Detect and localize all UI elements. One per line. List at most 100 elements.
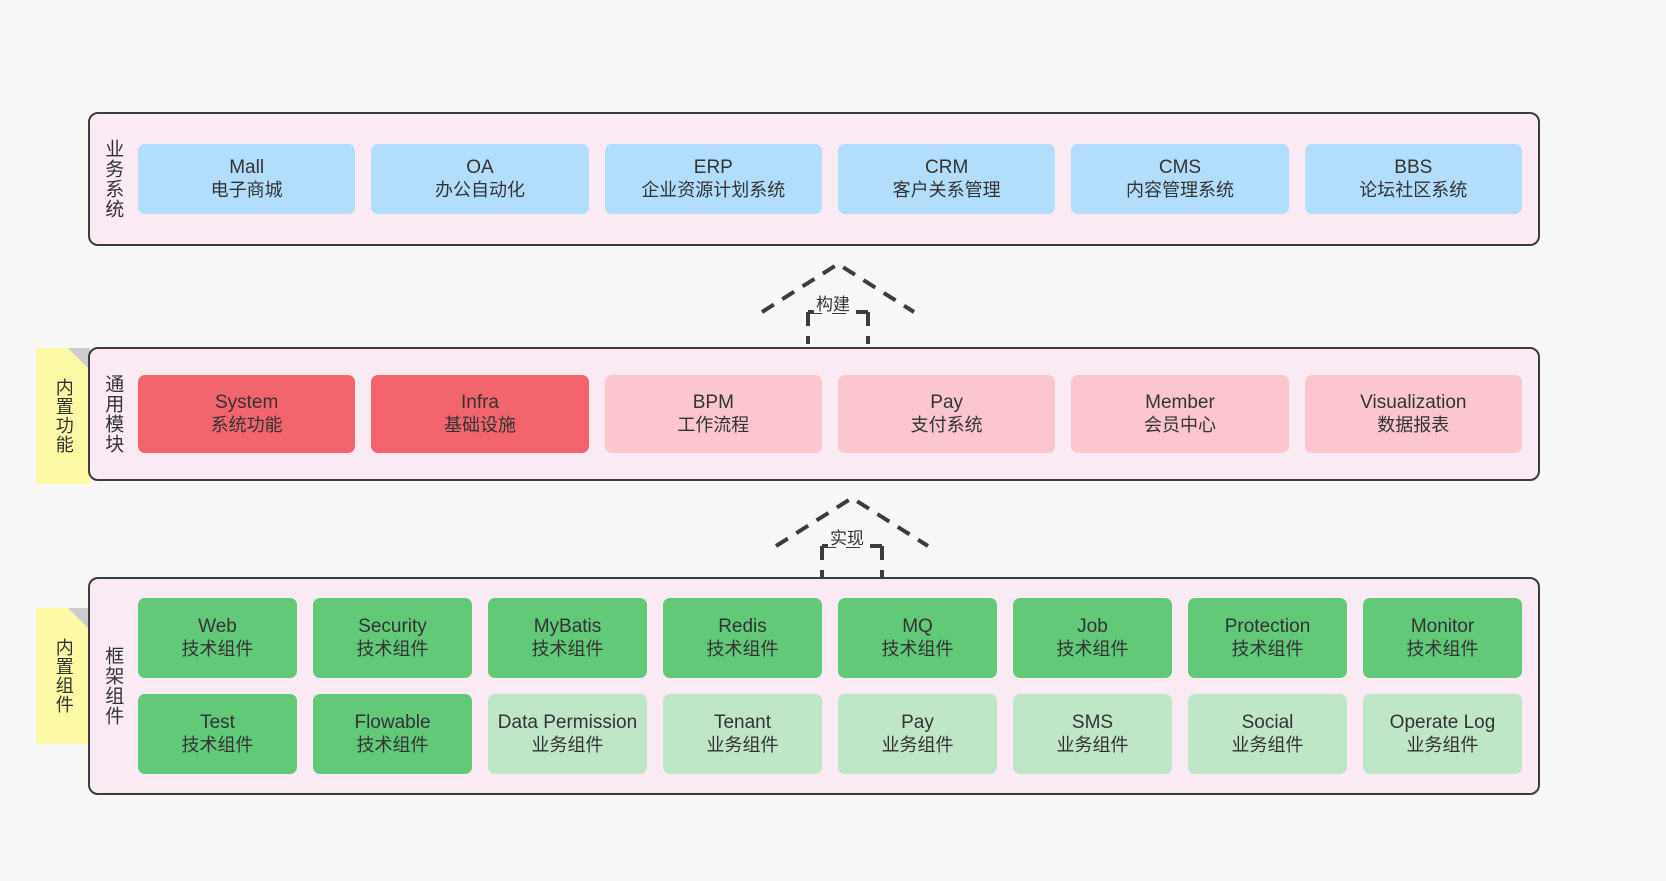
note-builtin-components: 内置组件 — [36, 608, 90, 744]
component-desc: 客户关系管理 — [892, 179, 1001, 200]
component-desc: 技术组件 — [1231, 638, 1304, 659]
component-desc: 技术组件 — [881, 638, 954, 659]
component-name: Member — [1145, 392, 1215, 414]
arrow-build: 构建 — [752, 258, 924, 344]
component-desc: 技术组件 — [1406, 638, 1479, 659]
component-name: Data Permission — [497, 712, 638, 734]
note-builtin-features-text: 内置功能 — [53, 378, 74, 454]
component-desc: 技术组件 — [181, 638, 254, 659]
component-name: Mall — [229, 157, 265, 179]
component-name: Visualization — [1360, 392, 1467, 414]
arrow-label-implement: 实现 — [828, 529, 866, 548]
component-desc: 技术组件 — [1056, 638, 1129, 659]
arrow-label-build: 构建 — [814, 295, 852, 314]
component-desc: 工作流程 — [677, 414, 750, 435]
component-name: SMS — [1071, 712, 1114, 734]
arrow-implement: 实现 — [766, 492, 938, 578]
component-name: CMS — [1158, 157, 1202, 179]
component-name: BPM — [692, 392, 734, 414]
component-name: Social — [1241, 712, 1294, 734]
component-name: ERP — [693, 157, 733, 179]
component-desc: 系统功能 — [210, 414, 283, 435]
component-name: Test — [200, 712, 235, 734]
component-desc: 内容管理系统 — [1125, 179, 1234, 200]
component-desc: 技术组件 — [181, 734, 254, 755]
component-name: Redis — [718, 616, 767, 638]
component-desc: 办公自动化 — [434, 179, 525, 200]
component-desc: 业务组件 — [1056, 734, 1129, 755]
arrow-head-implement — [774, 495, 930, 548]
component-name: OA — [466, 157, 494, 179]
note-builtin-features: 内置功能 — [36, 348, 90, 484]
component-name: MyBatis — [533, 616, 602, 638]
component-desc: 电子商城 — [210, 179, 283, 200]
component-name: BBS — [1394, 157, 1433, 179]
component-desc: 业务组件 — [881, 734, 954, 755]
component-desc: 技术组件 — [356, 638, 429, 659]
component-name: Protection — [1224, 616, 1311, 638]
component-desc: 会员中心 — [1143, 414, 1216, 435]
component-desc: 企业资源计划系统 — [641, 179, 786, 200]
component-name: Monitor — [1410, 616, 1475, 638]
layer-label-framework-components: 框架组件 — [102, 646, 124, 726]
component-desc: 技术组件 — [531, 638, 604, 659]
component-name: CRM — [925, 157, 969, 179]
component-desc: 业务组件 — [1406, 734, 1479, 755]
component-name: Flowable — [354, 712, 431, 734]
note-fold-corner-icon — [68, 608, 90, 630]
component-desc: 支付系统 — [910, 414, 983, 435]
component-desc: 业务组件 — [1231, 734, 1304, 755]
component-desc: 技术组件 — [706, 638, 779, 659]
component-name: Security — [358, 616, 427, 638]
arrow-head-build — [760, 261, 916, 314]
layer-label-business-systems: 业务系统 — [102, 139, 124, 219]
component-desc: 业务组件 — [706, 734, 779, 755]
component-desc: 论坛社区系统 — [1359, 179, 1468, 200]
component-name: Pay — [930, 392, 964, 414]
layer-label-common-modules: 通用模块 — [102, 374, 124, 454]
component-name: Tenant — [713, 712, 772, 734]
component-name: Web — [198, 616, 237, 638]
component-desc: 数据报表 — [1377, 414, 1450, 435]
note-fold-corner-icon — [68, 348, 90, 370]
component-desc: 业务组件 — [531, 734, 604, 755]
